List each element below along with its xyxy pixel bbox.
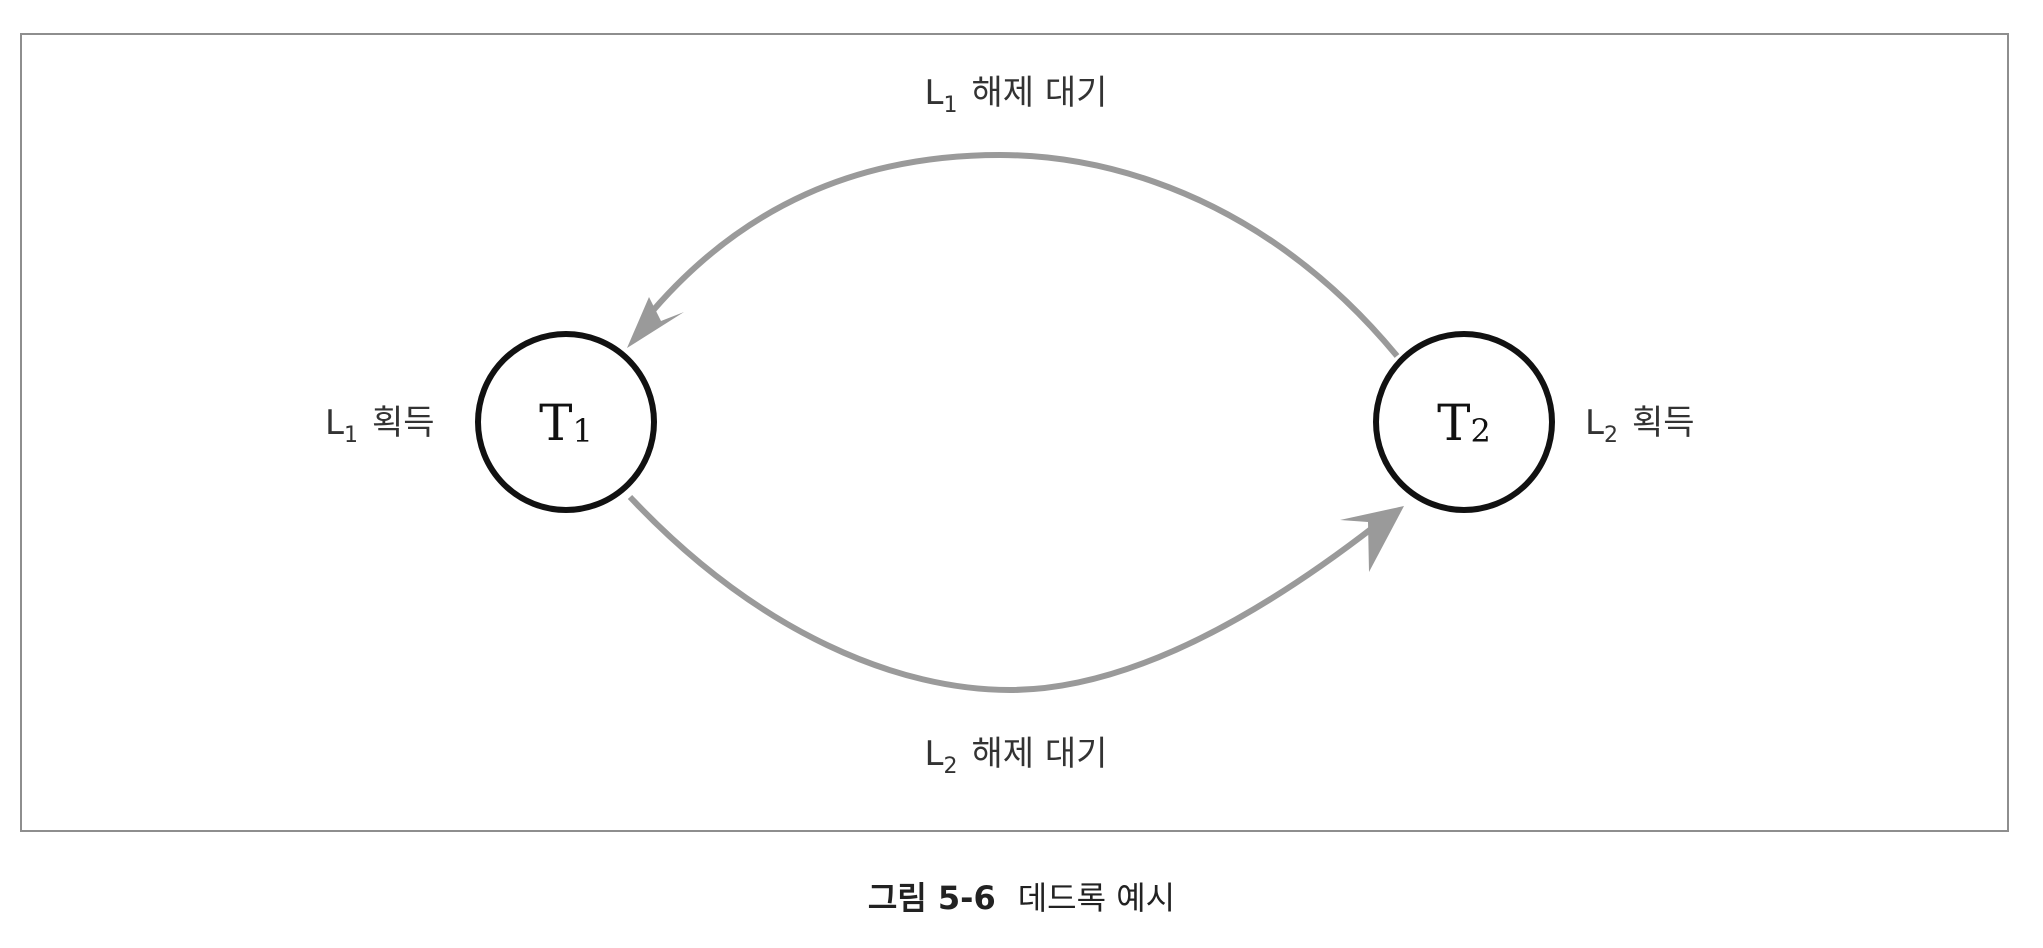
figure-number: 그림 5-6: [867, 879, 996, 917]
node-t1: [475, 331, 657, 513]
arrowhead-t1: [627, 297, 684, 348]
figure-title: 데드록 예시: [1017, 879, 1176, 917]
node-t1-label: T1: [539, 394, 593, 452]
figure-caption: 그림 5-6 데드록 예시: [0, 873, 2043, 919]
arrowhead-t2: [1340, 506, 1404, 572]
node-t2-label: T2: [1437, 394, 1491, 452]
diagram-frame: [20, 33, 2009, 832]
node-t2: [1373, 331, 1555, 513]
arrow-t2-to-t1: [642, 151, 1400, 358]
arrow-t1-to-t2: [627, 494, 1377, 694]
